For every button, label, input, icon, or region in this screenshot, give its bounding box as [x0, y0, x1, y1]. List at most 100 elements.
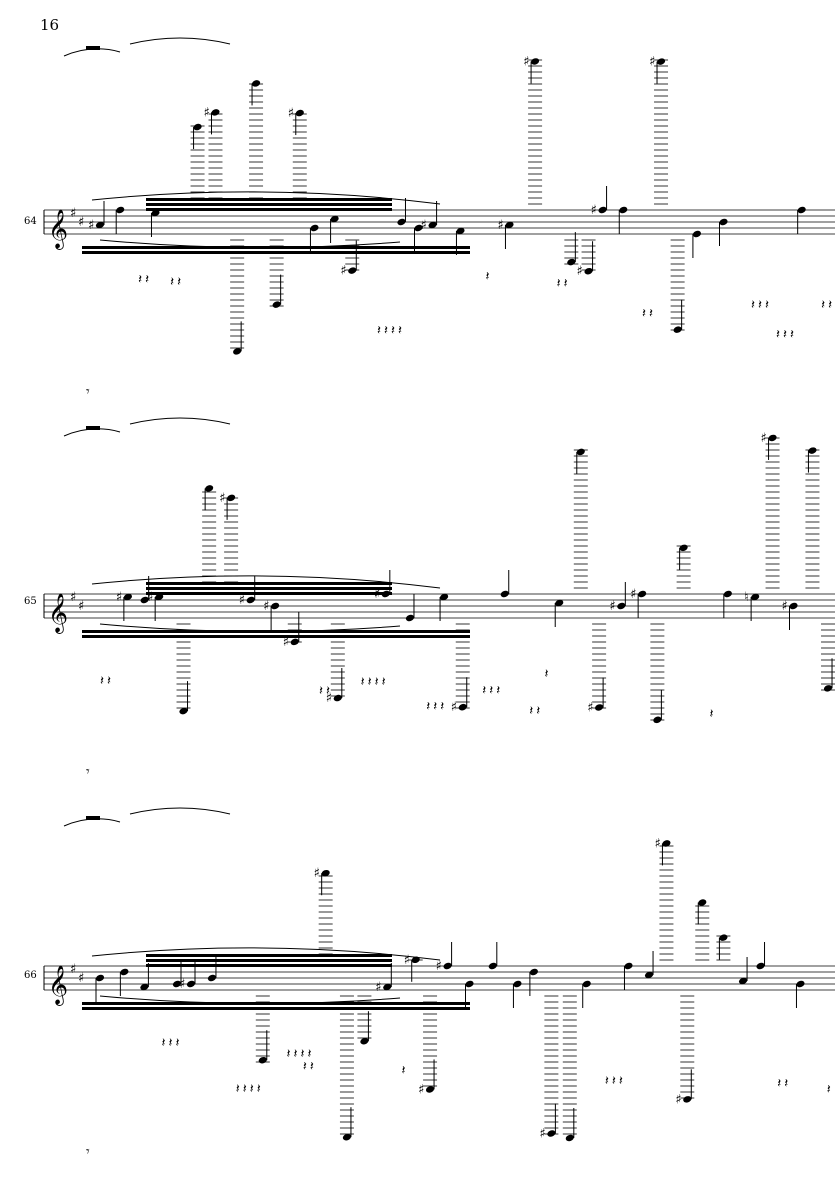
sharp-icon: ♯ [326, 691, 332, 706]
sharp-icon: ♯ [451, 700, 457, 715]
quarter-rest-icon: 𝄽 [433, 699, 437, 714]
notehead [565, 1134, 574, 1142]
quarter-rest-icon: 𝄽 [783, 327, 787, 342]
slur [129, 37, 231, 45]
sharp-icon: ♯ [116, 590, 122, 605]
notehead [333, 694, 342, 702]
sharp-icon: ♯ [497, 218, 503, 233]
notehead [246, 596, 255, 604]
notehead [644, 971, 654, 979]
quarter-rest-icon: 𝄽 [751, 298, 755, 313]
sharp-icon: ♯ [577, 264, 583, 279]
quarter-rest-icon: 𝄽 [170, 275, 174, 290]
beam [146, 198, 392, 201]
quarter-rest-icon: 𝄽 [307, 1047, 311, 1062]
sharp-icon: ♯ [421, 218, 427, 233]
sharp-icon: ♯ [630, 587, 636, 602]
whole-rest-icon [86, 816, 100, 820]
sharp-icon: ♯ [591, 203, 597, 218]
notehead [505, 221, 514, 229]
quarter-rest-icon: 𝄽 [536, 704, 540, 719]
quarter-rest-icon: 𝄽 [162, 1036, 166, 1051]
quarter-rest-icon: 𝄽 [375, 675, 379, 690]
quarter-rest-icon: 𝄽 [145, 273, 149, 288]
notehead [439, 593, 449, 601]
notehead [310, 224, 319, 232]
notehead [465, 980, 474, 988]
notehead [348, 267, 357, 274]
notehead [598, 206, 607, 214]
quarter-rest-icon: 𝄽 [619, 1074, 623, 1089]
notehead [95, 974, 105, 982]
measure-number: 64 [24, 216, 37, 227]
beam [146, 203, 392, 206]
notehead [796, 980, 805, 988]
quarter-rest-icon: 𝄽 [564, 277, 568, 292]
beam [82, 1007, 470, 1010]
sharp-icon: ♯ [418, 1082, 424, 1097]
sharp-icon: ♯ [587, 700, 593, 715]
quarter-rest-icon: 𝄽 [138, 273, 142, 288]
notehead [428, 221, 437, 229]
sharp-icon: ♯ [283, 635, 289, 650]
quarter-rest-icon: 𝄽 [440, 699, 444, 714]
notehead [808, 447, 817, 454]
sharp-icon: ♯ [539, 1126, 545, 1141]
beam [146, 582, 392, 585]
beam [146, 208, 392, 211]
notehead [797, 206, 806, 214]
system-66: 𝄞66♯♯𝄽𝄽𝄽♯𝄽𝄽𝄽𝄽𝄽𝄽𝄽𝄽𝄽𝄽♯♯𝄽♯♯♯♯𝄽𝄽𝄽♯♯𝄽𝄽𝄽𝄾 [24, 807, 835, 1160]
whole-rest-icon [86, 46, 100, 50]
sharp-icon: ♯ [263, 599, 269, 614]
sharp-icon: ♯ [314, 866, 320, 881]
eighth-rest-icon: 𝄾 [86, 384, 90, 400]
notehead [723, 590, 732, 598]
notehead [321, 869, 330, 877]
beam [82, 251, 470, 254]
notehead [193, 123, 202, 131]
quarter-rest-icon: 𝄽 [177, 275, 181, 290]
notehead [397, 218, 406, 226]
quarter-rest-icon: 𝄽 [489, 684, 493, 699]
beam [82, 635, 470, 638]
notehead [360, 1037, 369, 1045]
quarter-rest-icon: 𝄽 [496, 684, 500, 699]
slur [63, 818, 121, 827]
quarter-rest-icon: 𝄽 [169, 1036, 173, 1051]
quarter-rest-icon: 𝄽 [486, 269, 490, 284]
notehead [698, 899, 707, 906]
beam [146, 964, 392, 967]
quarter-rest-icon: 𝄽 [605, 1074, 609, 1089]
notehead [756, 962, 765, 970]
notehead [662, 840, 671, 847]
notehead [120, 968, 129, 976]
sharp-icon: ♯ [70, 590, 76, 605]
sharp-icon: ♯ [70, 206, 76, 221]
page-number: 16 [40, 16, 60, 34]
sharp-icon: ♯ [78, 215, 84, 230]
quarter-rest-icon: 𝄽 [250, 1082, 254, 1097]
sharp-icon: ♯ [70, 962, 76, 977]
quarter-rest-icon: 𝄽 [612, 1074, 616, 1089]
notehead [140, 596, 149, 604]
quarter-rest-icon: 𝄽 [361, 675, 365, 690]
notehead [529, 968, 538, 976]
notehead [383, 983, 392, 991]
sharp-icon: ♯ [609, 599, 615, 614]
quarter-rest-icon: 𝄽 [377, 324, 381, 339]
quarter-rest-icon: 𝄽 [426, 699, 430, 714]
quarter-rest-icon: 𝄽 [326, 684, 330, 699]
notehead [488, 962, 497, 970]
quarter-rest-icon: 𝄽 [382, 675, 386, 690]
notehead [719, 218, 728, 226]
slur [99, 995, 401, 1005]
slur [99, 239, 401, 249]
eighth-rest-icon: 𝄾 [86, 1144, 90, 1160]
notehead [582, 980, 591, 988]
notehead [513, 980, 522, 988]
sharp-icon: ♯ [203, 105, 209, 120]
whole-rest-icon [86, 426, 100, 430]
beam [146, 959, 392, 962]
quarter-rest-icon: 𝄽 [401, 1063, 405, 1078]
